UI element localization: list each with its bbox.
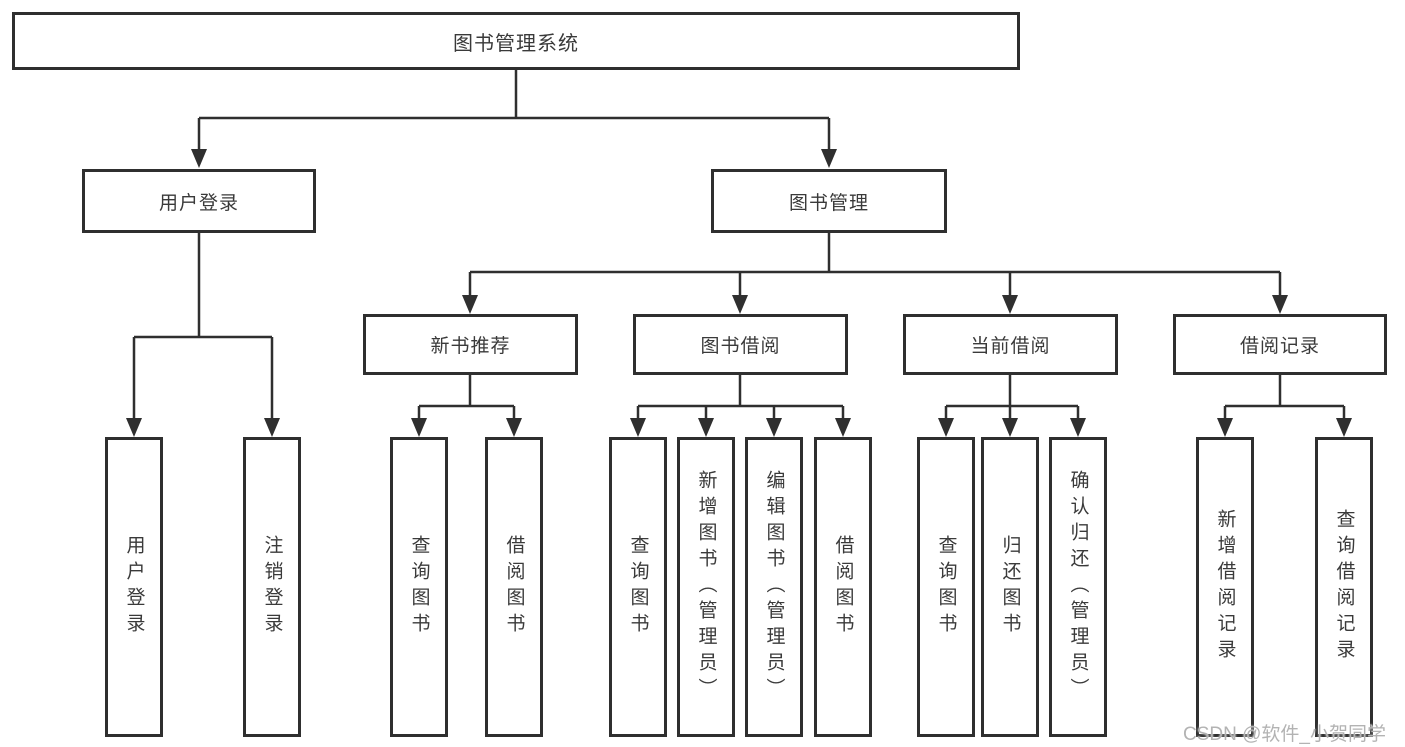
leaf-return-books: 归还图书 bbox=[981, 437, 1039, 737]
leaf-confirm-return-admin-label: 确认归还（管理员） bbox=[1067, 470, 1089, 704]
node-library-management-system: 图书管理系统 bbox=[12, 12, 1020, 70]
leaf-add-borrow-record-label: 新增借阅记录 bbox=[1214, 509, 1236, 665]
node-new-book-recommendation: 新书推荐 bbox=[363, 314, 578, 375]
node-book-management: 图书管理 bbox=[711, 169, 947, 233]
leaf-borrow-books-label: 借阅图书 bbox=[832, 535, 854, 639]
leaf-user-login-label: 用户登录 bbox=[123, 535, 145, 639]
csdn-watermark: CSDN @软件_小贺同学 bbox=[1183, 724, 1386, 745]
leaf-add-books-admin: 新增图书（管理员） bbox=[677, 437, 735, 737]
leaf-edit-books-admin-label: 编辑图书（管理员） bbox=[763, 470, 785, 704]
leaf-query-books-recommend-label: 查询图书 bbox=[408, 535, 430, 639]
leaf-confirm-return-admin: 确认归还（管理员） bbox=[1049, 437, 1107, 737]
leaf-logout-label: 注销登录 bbox=[261, 535, 283, 639]
leaf-query-books-current: 查询图书 bbox=[917, 437, 975, 737]
leaf-query-borrow-record: 查询借阅记录 bbox=[1315, 437, 1373, 737]
leaf-add-books-admin-label: 新增图书（管理员） bbox=[695, 470, 717, 704]
leaf-edit-books-admin: 编辑图书（管理员） bbox=[745, 437, 803, 737]
leaf-return-books-label: 归还图书 bbox=[999, 535, 1021, 639]
leaf-query-books-borrow-label: 查询图书 bbox=[627, 535, 649, 639]
leaf-query-borrow-record-label: 查询借阅记录 bbox=[1333, 509, 1355, 665]
leaf-query-books-current-label: 查询图书 bbox=[935, 535, 957, 639]
node-user-login: 用户登录 bbox=[82, 169, 316, 233]
leaf-query-books-recommend: 查询图书 bbox=[390, 437, 448, 737]
node-current-borrowing: 当前借阅 bbox=[903, 314, 1118, 375]
leaf-add-borrow-record: 新增借阅记录 bbox=[1196, 437, 1254, 737]
leaf-user-login: 用户登录 bbox=[105, 437, 163, 737]
leaf-borrow-books-recommend: 借阅图书 bbox=[485, 437, 543, 737]
leaf-logout: 注销登录 bbox=[243, 437, 301, 737]
leaf-query-books-borrow: 查询图书 bbox=[609, 437, 667, 737]
node-book-borrowing: 图书借阅 bbox=[633, 314, 848, 375]
node-borrowing-records: 借阅记录 bbox=[1173, 314, 1387, 375]
leaf-borrow-books-recommend-label: 借阅图书 bbox=[503, 535, 525, 639]
leaf-borrow-books: 借阅图书 bbox=[814, 437, 872, 737]
